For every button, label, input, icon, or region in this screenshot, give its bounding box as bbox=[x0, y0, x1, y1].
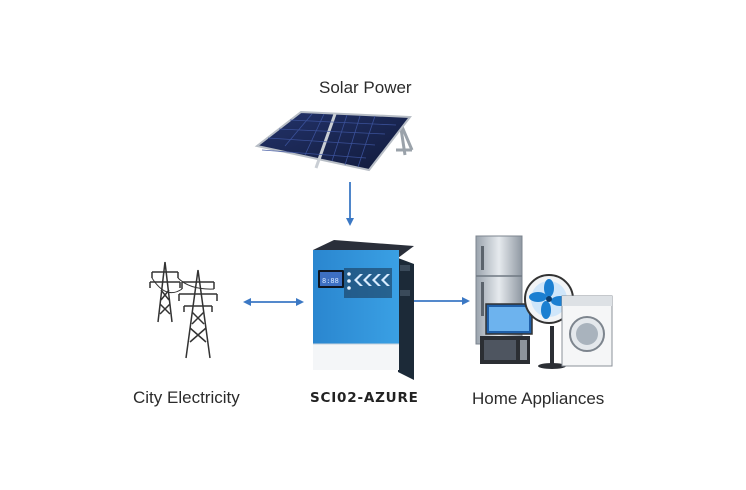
power-tower-icon bbox=[149, 261, 218, 359]
solar-panel-icon bbox=[254, 110, 414, 172]
inverter-model-label: SCI02-AZURE bbox=[310, 390, 419, 406]
home-appliances-label: Home Appliances bbox=[472, 389, 605, 408]
home-appliances-icon bbox=[475, 235, 613, 369]
svg-text:8:88: 8:88 bbox=[322, 277, 339, 285]
inverter-icon: 8:88 bbox=[313, 240, 414, 380]
city-electricity-label: City Electricity bbox=[133, 388, 240, 407]
solar-power-label: Solar Power bbox=[319, 78, 412, 97]
